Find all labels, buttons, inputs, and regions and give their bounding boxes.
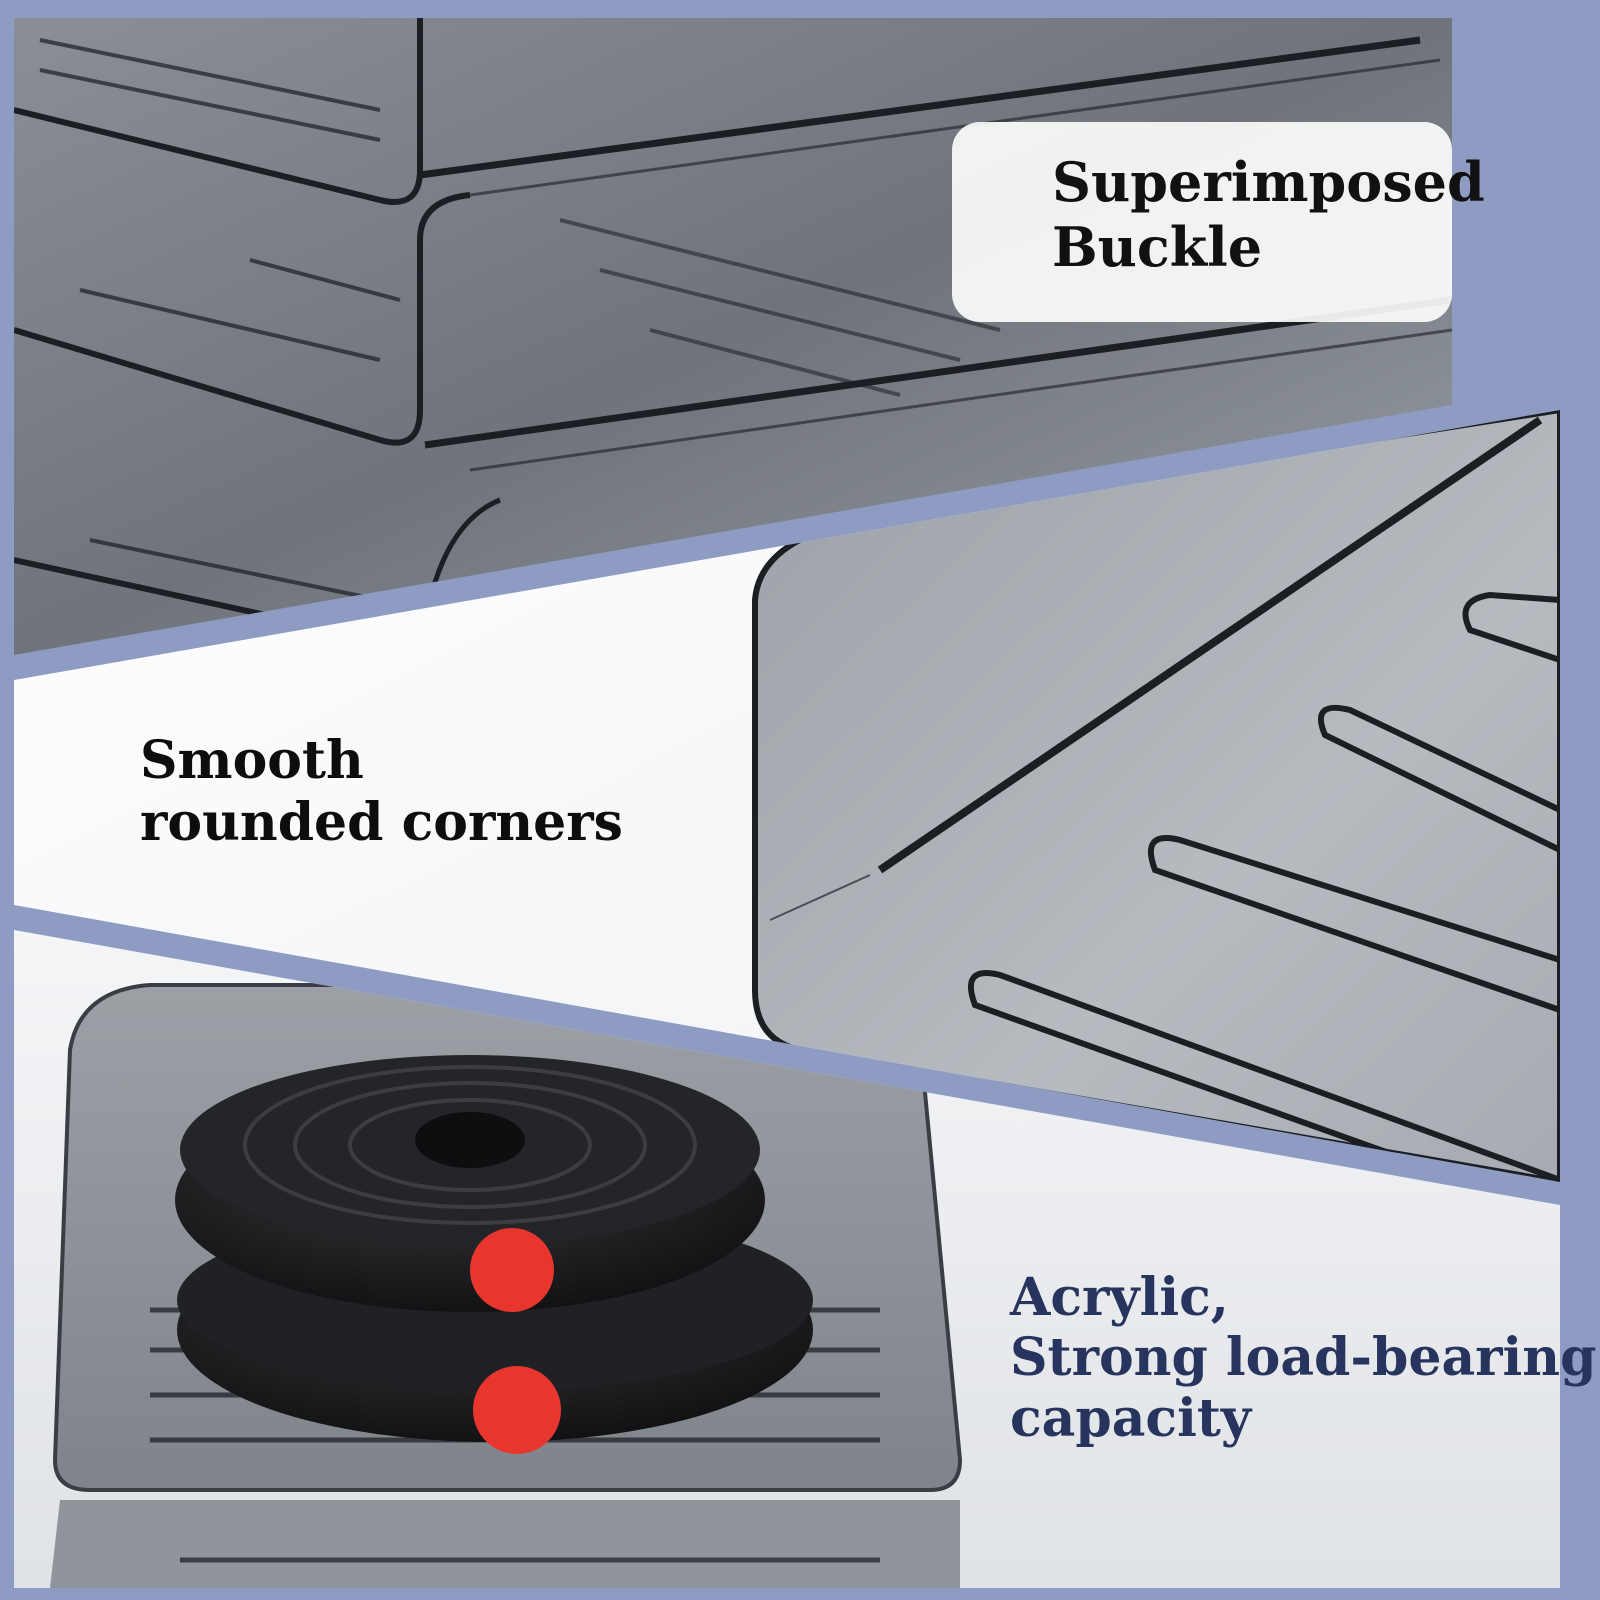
caption-superimposed-buckle: Superimposed Buckle — [1052, 150, 1485, 280]
plate-button-upper — [470, 1228, 554, 1312]
top-caption-backdrop — [952, 122, 1452, 322]
caption-line: Acrylic, — [1010, 1267, 1229, 1328]
bottom-panel-load-bearing — [14, 930, 1560, 1588]
caption-line: rounded corners — [140, 792, 623, 854]
plate-button-lower — [473, 1366, 561, 1454]
caption-line: capacity — [1010, 1387, 1252, 1449]
caption-line: Superimposed — [1052, 150, 1485, 214]
caption-acrylic-load-bearing: Acrylic, Strong load-bearing capacity — [1010, 1267, 1597, 1449]
top-panel-stacked-trays — [14, 18, 1452, 655]
middle-panel-rounded-corner — [14, 410, 1560, 1182]
caption-line: Smooth — [140, 730, 364, 791]
caption-line: Strong load-bearing — [1010, 1327, 1597, 1389]
tray-slots — [968, 591, 1560, 1182]
caption-smooth-rounded-corners: Smooth rounded corners — [140, 730, 623, 855]
caption-line: Buckle — [1052, 214, 1263, 279]
